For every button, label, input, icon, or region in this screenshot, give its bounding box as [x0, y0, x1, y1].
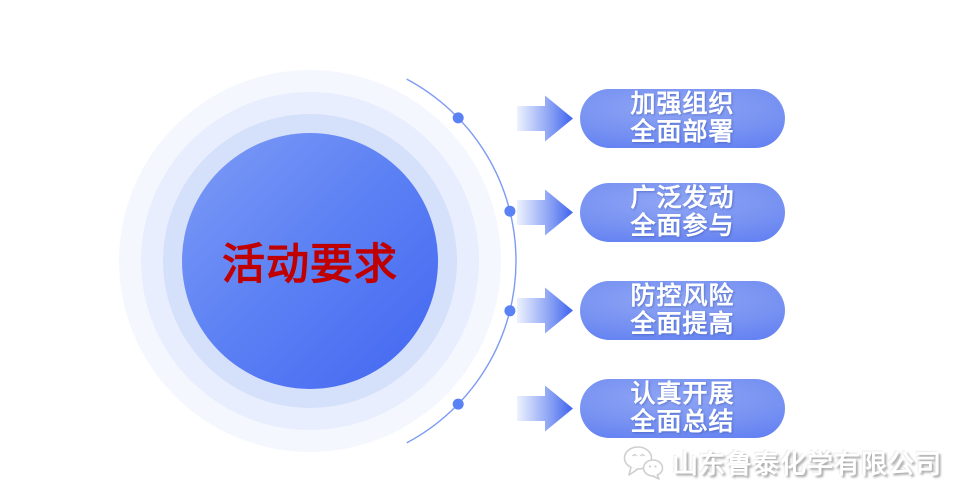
orbit-dot — [452, 112, 464, 124]
item-pill-label: 全面参与 — [630, 212, 735, 240]
orbit-arc — [406, 78, 517, 444]
orbit-dot — [504, 205, 516, 217]
arrow-right-icon — [517, 287, 573, 334]
arrow-right-icon — [517, 385, 573, 432]
page-title: 活动要求 — [222, 242, 398, 289]
item-pill-label: 全面部署 — [630, 118, 735, 146]
item-pill-label: 广泛发动 — [630, 184, 735, 212]
orbit-dot — [504, 305, 516, 317]
arrow-right-icon — [517, 189, 573, 236]
item-pill-label: 认真开展 — [630, 380, 735, 408]
orbit-dot — [452, 398, 464, 410]
center-circle: 活动要求 — [182, 133, 438, 389]
item-pill-2: 广泛发动 全面参与 — [580, 183, 785, 242]
arrow-right-icon — [517, 95, 573, 142]
item-pill-3: 防控风险 全面提高 — [580, 281, 785, 340]
company-watermark: 山东鲁泰化学有限公司 — [621, 444, 942, 481]
item-pill-label: 全面总结 — [630, 408, 735, 436]
item-pill-label: 全面提高 — [630, 310, 735, 338]
item-pill-1: 加强组织 全面部署 — [580, 89, 785, 148]
wechat-icon — [623, 445, 664, 480]
item-pill-label: 防控风险 — [630, 282, 735, 310]
company-name: 山东鲁泰化学有限公司 — [671, 449, 942, 479]
item-pill-4: 认真开展 全面总结 — [580, 379, 785, 438]
item-pill-label: 加强组织 — [630, 90, 735, 118]
